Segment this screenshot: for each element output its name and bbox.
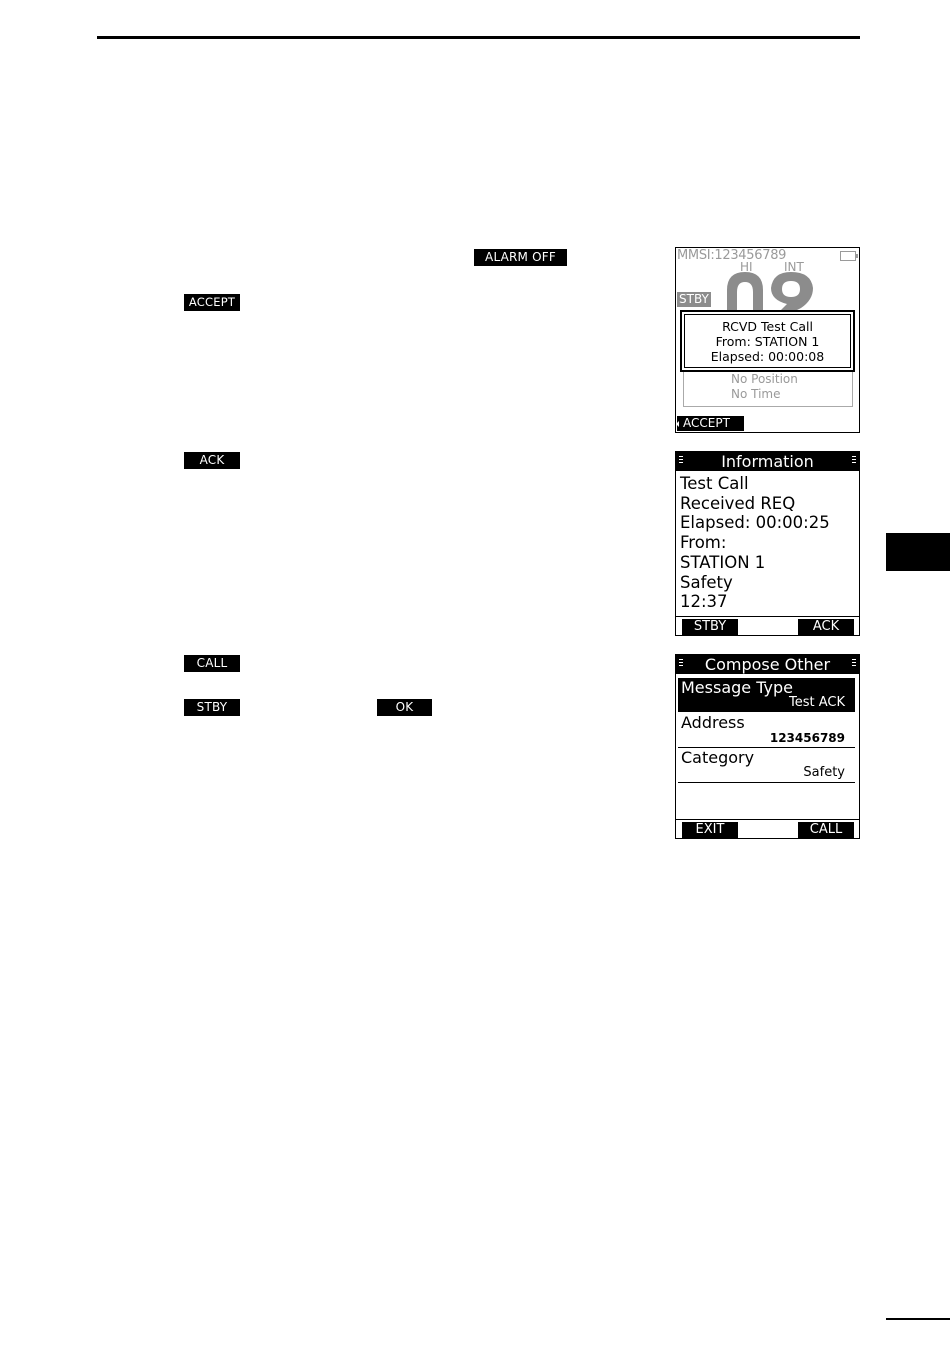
header-rule xyxy=(97,36,860,39)
info-line: From: xyxy=(680,533,727,553)
call-key: CALL xyxy=(184,655,240,672)
footer-divider xyxy=(676,616,859,617)
ack-key: ACK xyxy=(184,452,240,469)
battery-icon xyxy=(840,251,858,261)
ack-softkey[interactable]: ACK xyxy=(798,619,854,635)
info-line: STATION 1 xyxy=(680,552,766,572)
info-line: 12:37 xyxy=(680,592,728,612)
page-number-rule xyxy=(886,1318,950,1320)
screen-compose-other: Compose Other Message Type Test ACK Addr… xyxy=(675,654,860,839)
item-value: 123456789 xyxy=(769,731,845,745)
information-text: Test Call Received REQ Elapsed: 00:00:25… xyxy=(680,474,830,612)
stby-key: STBY xyxy=(184,699,240,716)
popup-line: Elapsed: 00:00:08 xyxy=(710,349,825,364)
alarm-off-key: ALARM OFF xyxy=(474,249,567,266)
left-arrow-icon xyxy=(676,421,679,427)
screen-title: Information xyxy=(676,452,859,471)
screen-information: Information Test Call Received REQ Elaps… xyxy=(675,451,860,636)
message-type-item[interactable]: Message Type Test ACK xyxy=(678,678,855,712)
item-label: Message Type xyxy=(681,678,793,697)
info-line: Received REQ xyxy=(680,493,796,513)
info-line: Safety xyxy=(680,572,733,592)
menu-icon xyxy=(852,659,856,670)
accept-softkey[interactable]: ACCEPT xyxy=(677,416,744,431)
category-item[interactable]: Category Safety xyxy=(678,748,855,783)
info-line: Elapsed: 00:00:25 xyxy=(680,513,830,533)
popup-line: From: STATION 1 xyxy=(715,334,820,349)
position-box: No Position No Time xyxy=(683,372,853,407)
position-line: No Time xyxy=(731,387,781,401)
popup-line: RCVD Test Call xyxy=(722,319,813,334)
menu-icon xyxy=(679,456,683,467)
menu-icon xyxy=(852,456,856,467)
screen-title: Compose Other xyxy=(676,655,859,674)
exit-softkey[interactable]: EXIT xyxy=(682,822,738,838)
menu-icon xyxy=(679,659,683,670)
item-label: Category xyxy=(681,748,755,767)
address-item[interactable]: Address 123456789 xyxy=(678,713,855,748)
stby-softkey[interactable]: STBY xyxy=(682,619,738,635)
item-value: Test ACK xyxy=(789,695,845,710)
screen-rcvd-test-call: MMSI:123456789 HI INT STBY RCVD Test Cal… xyxy=(675,247,860,433)
item-label: Address xyxy=(681,713,745,732)
stby-indicator: STBY xyxy=(677,292,711,307)
call-softkey[interactable]: CALL xyxy=(798,822,854,838)
rcvd-call-popup: RCVD Test Call From: STATION 1 Elapsed: … xyxy=(680,310,855,372)
ok-key: OK xyxy=(377,699,432,716)
accept-key: ACCEPT xyxy=(184,294,240,311)
power-hi-label: HI xyxy=(740,260,753,274)
footer-divider xyxy=(676,819,859,820)
mmsi-readout: MMSI:123456789 xyxy=(677,248,787,263)
info-line: Test Call xyxy=(680,474,749,493)
item-value: Safety xyxy=(803,765,845,780)
section-tab xyxy=(886,533,950,571)
position-line: No Position xyxy=(731,372,798,386)
channel-digits-icon xyxy=(727,272,813,312)
int-label: INT xyxy=(784,260,804,274)
